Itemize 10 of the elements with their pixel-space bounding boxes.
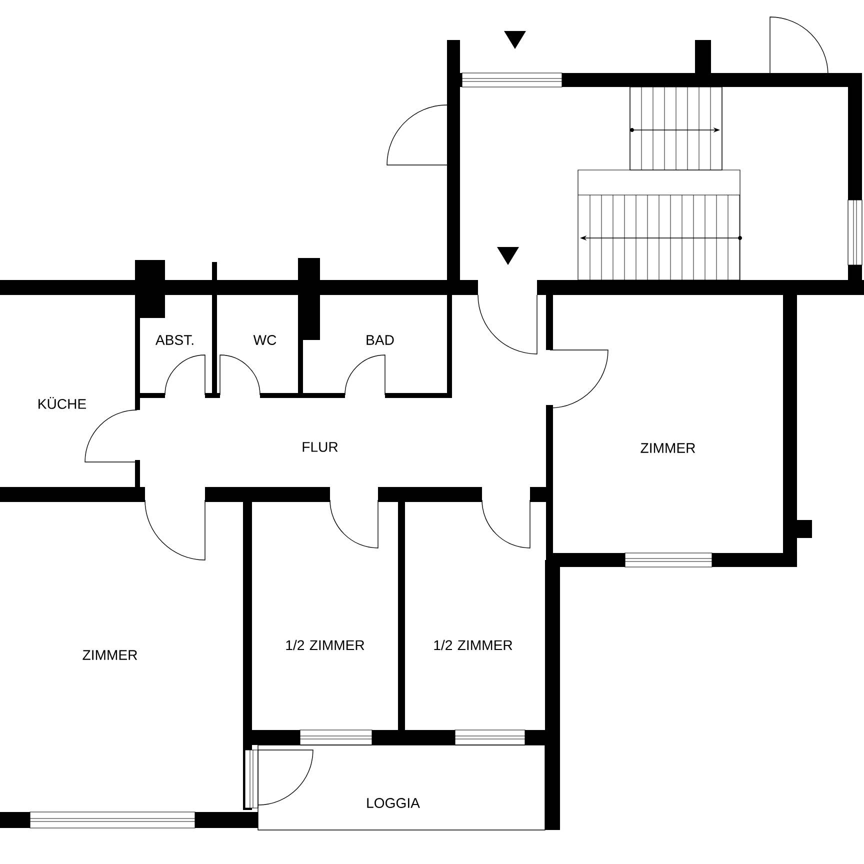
room-label: ZIMMER xyxy=(640,443,696,453)
room-label: FLUR xyxy=(302,442,338,452)
room-label: BAD xyxy=(366,335,394,345)
room-label: ZIMMER xyxy=(82,650,138,660)
room-label: 1/2 ZIMMER xyxy=(434,640,512,650)
room-label: LOGGIA xyxy=(367,798,420,808)
room-label: 1/2 ZIMMER xyxy=(286,640,364,650)
room-label: WC xyxy=(253,335,276,345)
room-label: ABST. xyxy=(156,335,194,345)
room-label: KÜCHE xyxy=(38,397,86,409)
